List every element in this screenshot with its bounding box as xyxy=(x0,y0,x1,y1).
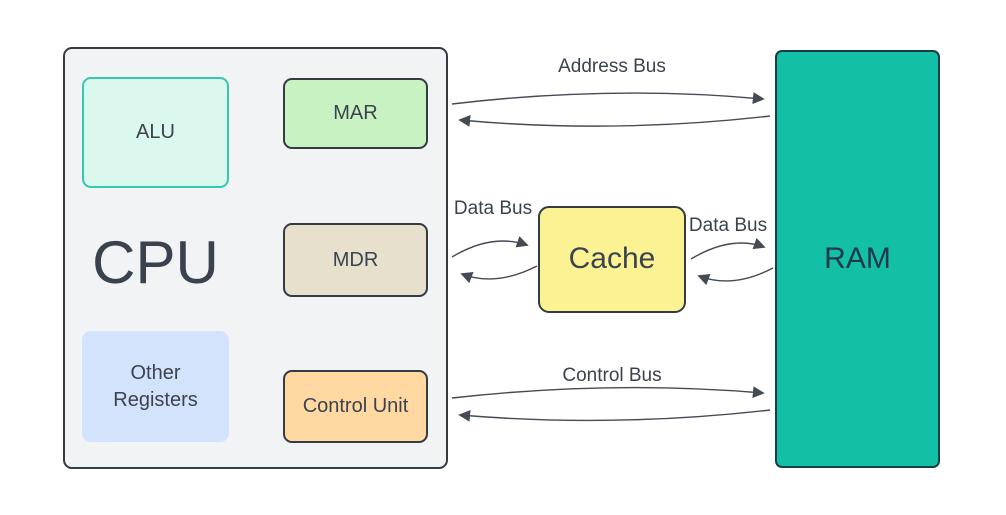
cache-label: Cache xyxy=(568,242,656,276)
alu-box: ALU xyxy=(82,77,229,188)
other-registers-label: Other Registers xyxy=(113,361,198,411)
mar-box: MAR xyxy=(283,78,428,149)
cache-box: Cache xyxy=(538,206,686,313)
mdr-box: MDR xyxy=(283,223,428,297)
data-bus-left-arrow-to-cache xyxy=(451,236,529,258)
address-bus-label: Address Bus xyxy=(558,56,666,77)
control-bus-label: Control Bus xyxy=(562,365,662,386)
ram-label: RAM xyxy=(824,241,891,275)
other-registers-box: Other Registers xyxy=(82,331,229,442)
data-bus-right-arrow-to-ram xyxy=(690,237,766,260)
control-bus-arrow-to-cpu xyxy=(458,409,771,422)
control-bus-arrow-to-ram xyxy=(451,386,765,399)
control-unit-label: Control Unit xyxy=(302,395,409,417)
data-bus-left-arrow-to-cpu xyxy=(460,265,538,284)
mar-label: MAR xyxy=(333,102,378,124)
address-bus-arrow-to-ram xyxy=(451,92,765,105)
data-bus-right-label: Data Bus xyxy=(688,215,768,236)
mdr-label: MDR xyxy=(332,248,379,271)
ram-box: RAM xyxy=(775,50,940,468)
control-unit-box: Control Unit xyxy=(283,370,428,443)
data-bus-right-arrow-to-cache xyxy=(697,267,774,286)
address-bus-arrow-to-cpu xyxy=(458,115,771,127)
alu-label: ALU xyxy=(136,121,175,143)
cpu-title-label: CPU xyxy=(92,228,219,296)
cpu-title: CPU xyxy=(82,226,229,298)
data-bus-left-label: Data Bus xyxy=(453,198,533,219)
